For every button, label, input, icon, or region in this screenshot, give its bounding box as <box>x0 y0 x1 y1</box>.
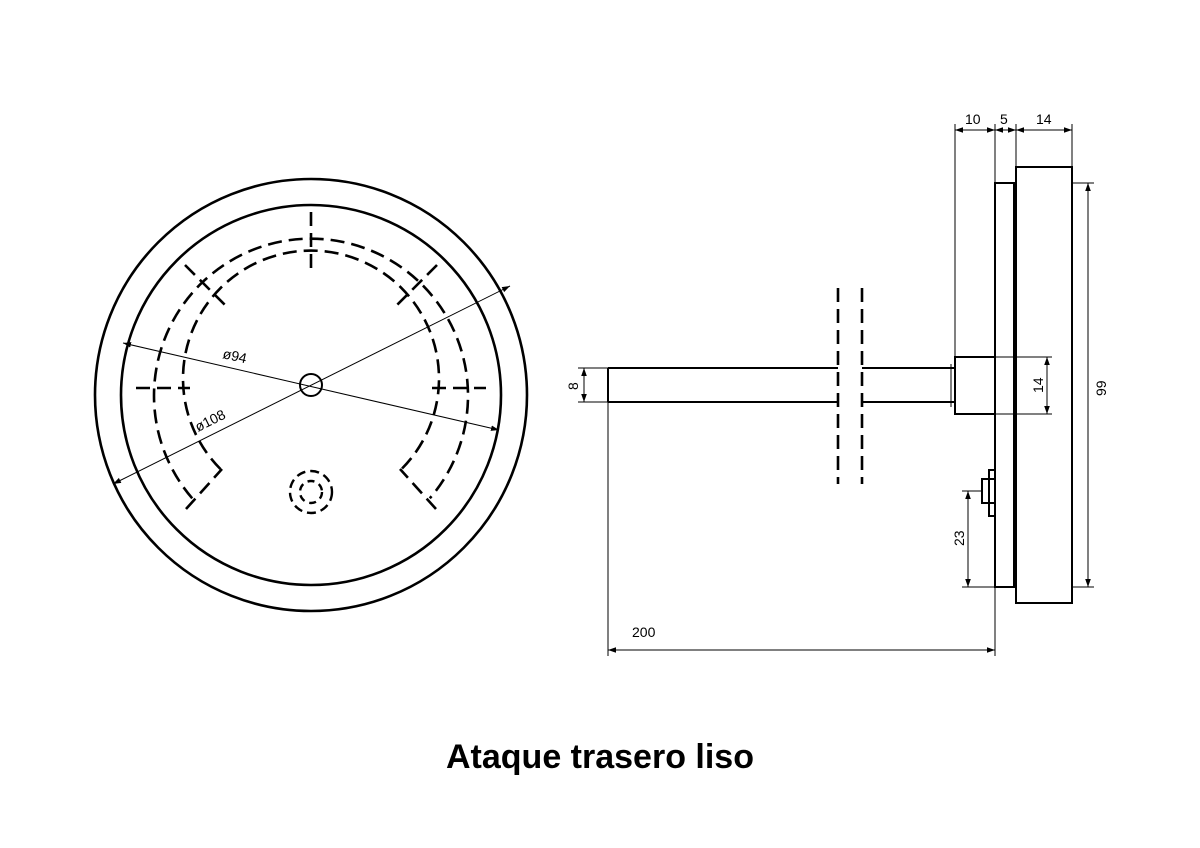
dim-line-94 <box>122 342 500 431</box>
dim-label-length-200: 200 <box>632 624 656 640</box>
dim-label-top-10: 10 <box>965 111 981 127</box>
drawing-caption: Ataque trasero liso <box>446 738 754 776</box>
back-plate <box>994 182 1015 588</box>
dim-label-108: ø108 <box>192 406 228 435</box>
adjuster-outer-dashed <box>288 469 334 515</box>
dim-label-top-14: 14 <box>1036 111 1052 127</box>
side-view <box>607 166 1073 604</box>
dim-label-knob-23: 23 <box>951 530 967 546</box>
dim-label-stem-8: 8 <box>565 382 581 390</box>
dim-label-top-5: 5 <box>1000 111 1008 127</box>
dim-label-socket-14: 14 <box>1030 377 1046 393</box>
dim-label-height-99: 99 <box>1093 380 1109 396</box>
dim-label-94: ø94 <box>221 345 248 366</box>
scale-arc-outer <box>152 237 470 500</box>
adjuster-inner-dashed <box>298 479 324 505</box>
side-view-dimensions: 10 5 14 8 14 99 23 200 <box>565 111 1109 656</box>
dim-line-108 <box>112 285 511 485</box>
front-view: ø94 ø108 <box>93 177 529 613</box>
gauge-housing <box>1015 166 1073 604</box>
connection-socket <box>954 356 996 415</box>
scale-ticks <box>136 212 486 510</box>
outer-rim-circle <box>93 177 529 613</box>
